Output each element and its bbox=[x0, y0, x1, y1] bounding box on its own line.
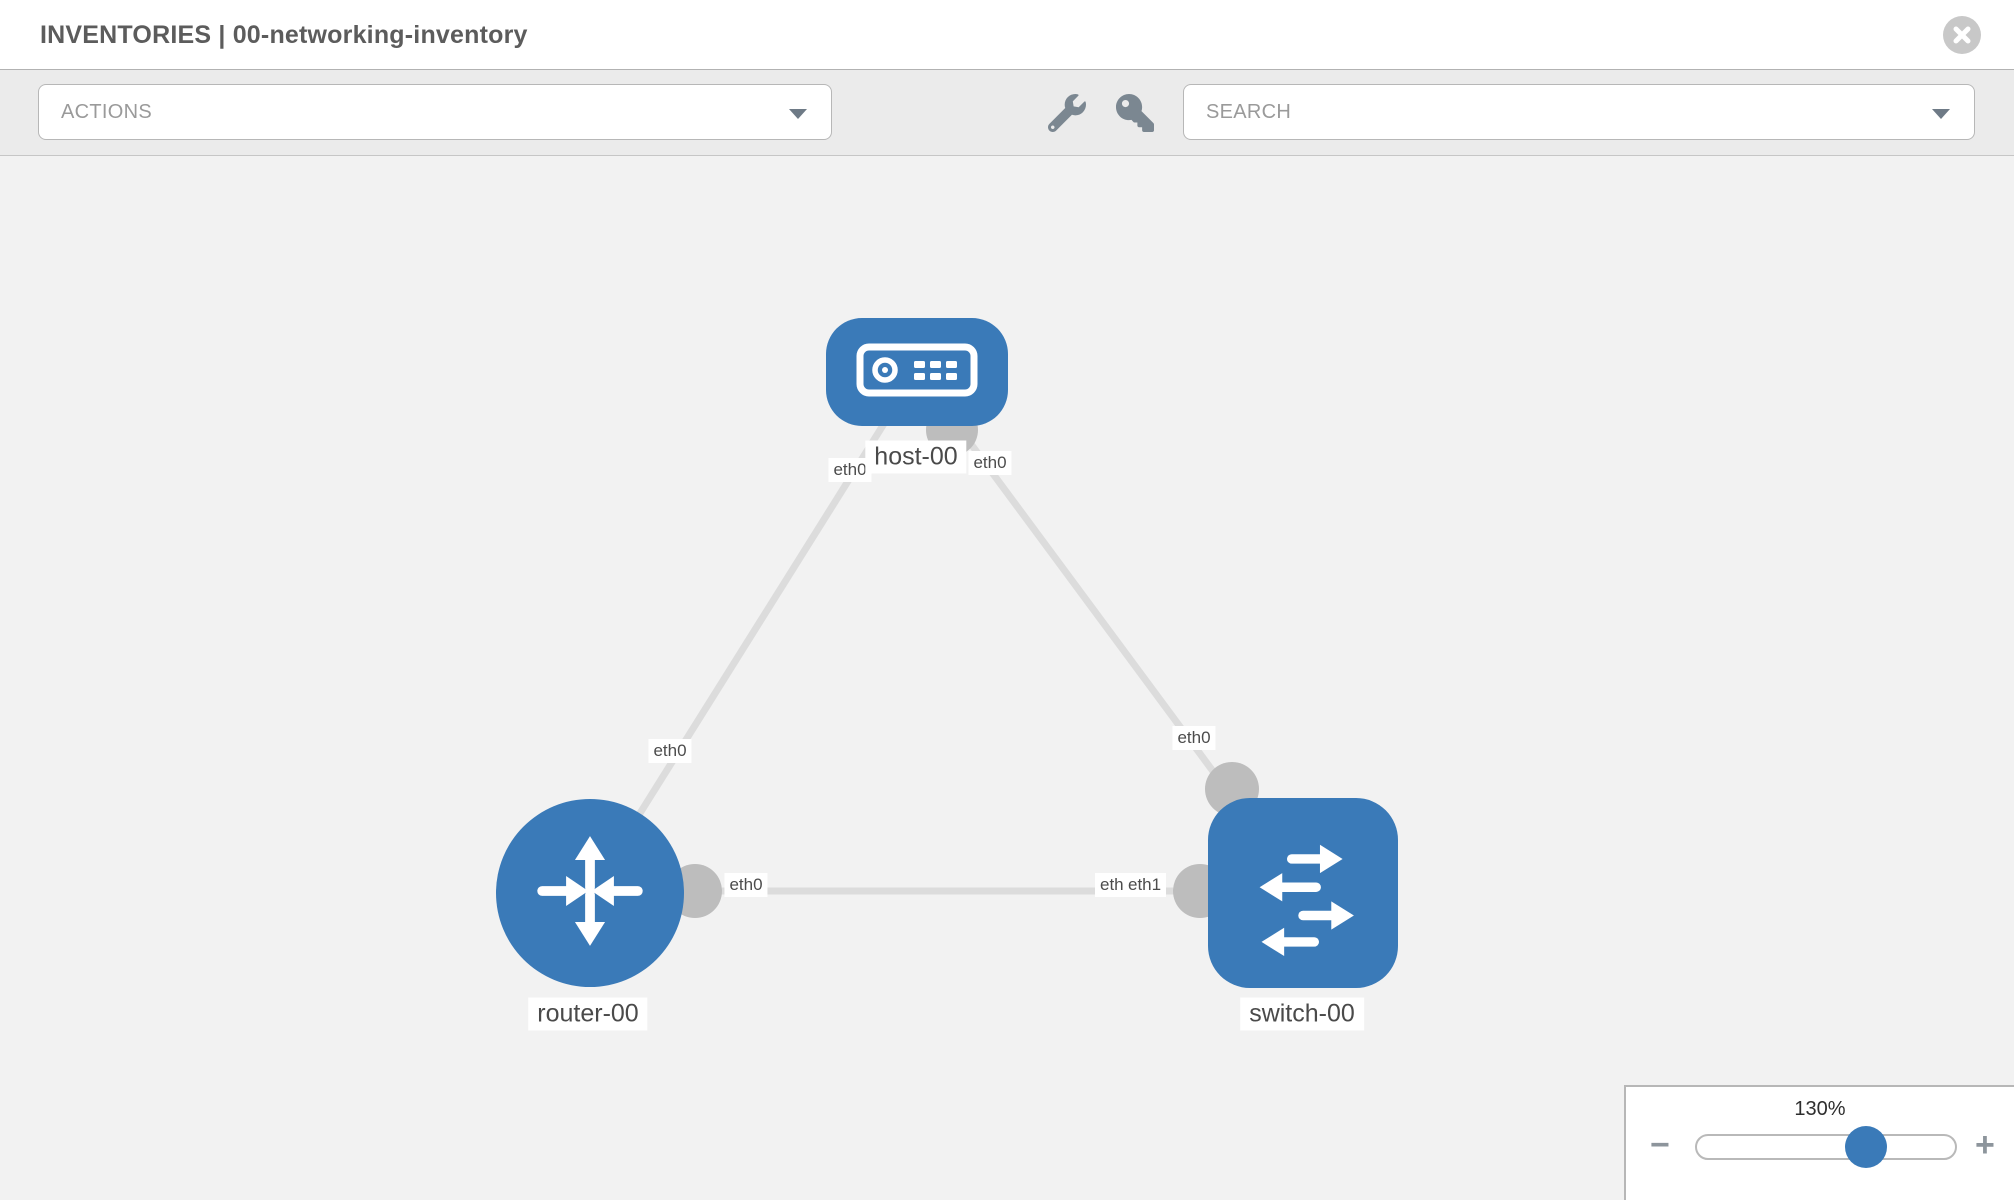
zoom-slider-track[interactable] bbox=[1695, 1126, 1957, 1168]
links-layer bbox=[587, 368, 1306, 918]
zoom-out-button[interactable]: − bbox=[1650, 1126, 1670, 1164]
interface-label-host-eth0-left: eth0 bbox=[828, 458, 872, 482]
chevron-down-icon bbox=[789, 109, 807, 119]
switch-icon bbox=[1237, 825, 1369, 962]
chevron-down-icon bbox=[1932, 109, 1950, 119]
actions-dropdown[interactable]: ACTIONS bbox=[38, 84, 832, 140]
interface-label-switch-eth0-top: eth0 bbox=[1172, 726, 1216, 750]
interface-label-router-eth0-right: eth0 bbox=[724, 873, 768, 897]
node-label-switch-00: switch-00 bbox=[1240, 997, 1364, 1031]
actions-dropdown-label: ACTIONS bbox=[61, 101, 152, 123]
toolbar: ACTIONS SEARCH bbox=[0, 70, 2014, 156]
zoom-percent-value: 130% bbox=[1794, 1098, 1846, 1120]
panel-header: INVENTORIES | 00-networking-inventory bbox=[0, 0, 2014, 70]
close-button[interactable] bbox=[1943, 16, 1981, 54]
node-label-host-00: host-00 bbox=[865, 440, 967, 474]
zoom-slider-thumb[interactable] bbox=[1845, 1126, 1887, 1168]
interface-label-router-eth0-up: eth0 bbox=[648, 739, 692, 763]
node-router-00[interactable] bbox=[496, 799, 684, 987]
page-title: INVENTORIES | 00-networking-inventory bbox=[40, 21, 528, 49]
host-icon bbox=[856, 339, 978, 406]
search-dropdown-label: SEARCH bbox=[1206, 101, 1292, 123]
search-dropdown[interactable]: SEARCH bbox=[1183, 84, 1975, 140]
zoom-in-button[interactable]: + bbox=[1975, 1126, 1995, 1164]
router-icon bbox=[528, 829, 652, 958]
switch-icon-node[interactable] bbox=[1208, 798, 1398, 988]
topology-canvas[interactable]: eth0 eth0 eth0 eth0 eth0 eth0 eth1 host-… bbox=[0, 156, 2014, 1200]
interface-label-host-eth0-right: eth0 bbox=[968, 451, 1012, 475]
zoom-control-panel: 130% − + bbox=[1624, 1085, 2014, 1200]
node-label-router-00: router-00 bbox=[528, 997, 648, 1031]
wrench-icon[interactable] bbox=[1047, 94, 1088, 134]
key-icon[interactable] bbox=[1116, 94, 1156, 134]
interface-label-switch-eth1: eth1 bbox=[1123, 873, 1167, 897]
node-host-00[interactable] bbox=[826, 318, 1008, 426]
